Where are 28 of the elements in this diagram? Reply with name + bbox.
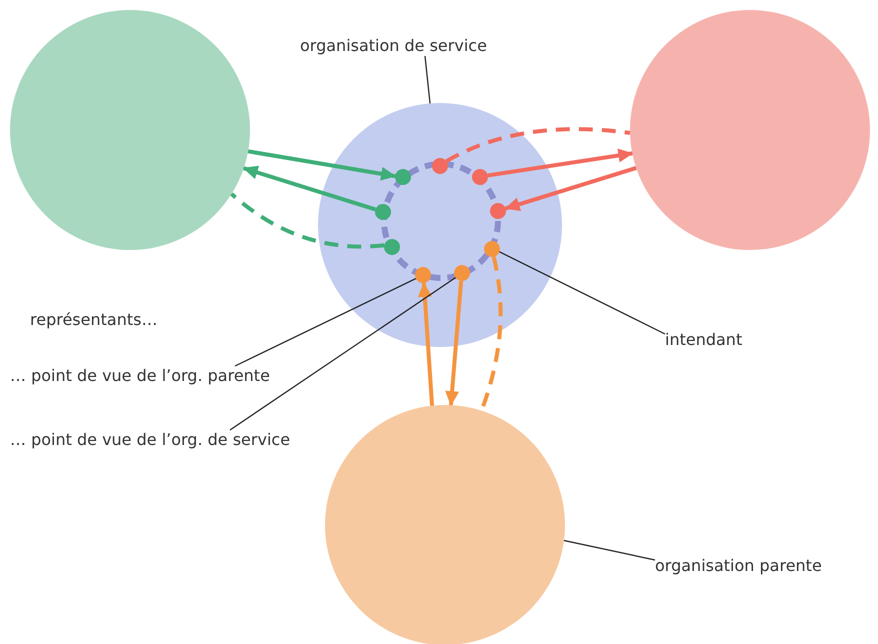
leader-line (230, 277, 456, 430)
connector-line (230, 192, 384, 249)
arrow (445, 280, 464, 406)
connector-line (445, 127, 630, 163)
arrow (418, 282, 434, 406)
role-dot (375, 204, 391, 220)
role-dot (415, 267, 431, 283)
arrow (488, 148, 634, 178)
arrow (248, 149, 396, 181)
callout-text: … point de vue de l’org. de service (10, 430, 290, 450)
callout-text: … point de vue de l’org. parente (10, 366, 270, 386)
role-dot (484, 241, 500, 257)
role-dot (432, 158, 448, 174)
leader-line (499, 251, 666, 335)
arrow (504, 166, 637, 211)
role-dot (490, 203, 506, 219)
leader-line (564, 540, 656, 561)
note-text: représentants… (30, 310, 158, 330)
role-dot (384, 239, 400, 255)
role-dot (395, 169, 411, 185)
callout-text: organisation parente (655, 556, 822, 576)
arrow (242, 166, 376, 212)
leader-line (424, 56, 431, 104)
callout-text: intendant (665, 330, 742, 350)
leader-line (234, 278, 416, 367)
role-dot (472, 169, 488, 185)
role-dot (454, 265, 470, 281)
callout-text: organisation de service (300, 36, 487, 56)
